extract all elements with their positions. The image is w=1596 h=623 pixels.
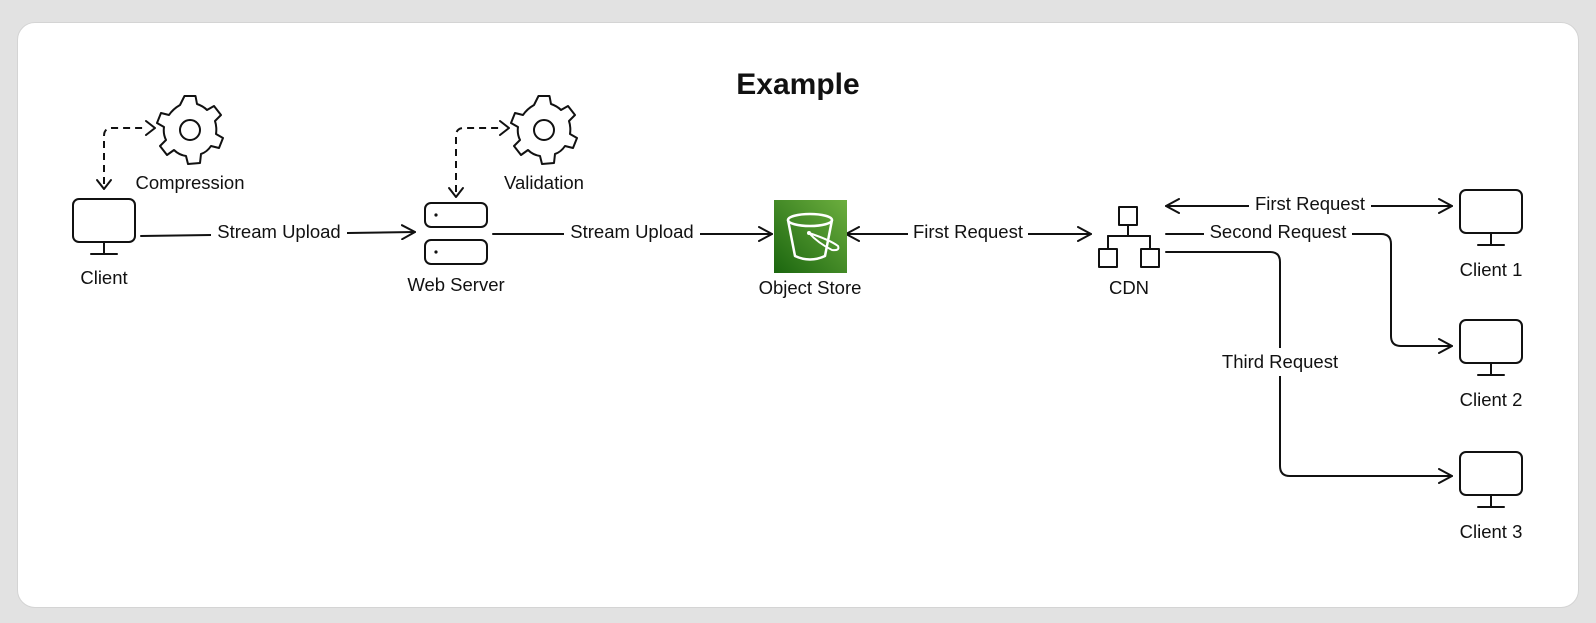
edge-label-first-request-client: First Request	[1255, 193, 1365, 214]
node-label-client-1: Client 1	[1460, 259, 1523, 280]
edge-label-stream-upload-1: Stream Upload	[217, 221, 340, 242]
node-label-cdn: CDN	[1109, 277, 1149, 298]
monitor-icon	[1459, 451, 1523, 508]
edge-cdn-client3: Third Request	[1165, 251, 1453, 484]
node-label-compression: Compression	[136, 172, 245, 193]
gear-icon	[156, 95, 224, 165]
node-label-web-server: Web Server	[407, 274, 504, 295]
bucket-icon	[774, 200, 847, 273]
edge-label-second-request: Second Request	[1210, 221, 1347, 242]
gear-icon	[510, 95, 578, 165]
edge-webserver-validation	[455, 127, 500, 192]
monitor-icon	[72, 198, 136, 255]
node-label-client: Client	[80, 267, 127, 288]
node-label-validation: Validation	[504, 172, 584, 193]
edge-webserver-to-objectstore: Stream Upload	[492, 220, 773, 248]
monitor-icon	[1459, 189, 1523, 246]
edge-label-stream-upload-2: Stream Upload	[570, 221, 693, 242]
node-label-client-3: Client 3	[1460, 521, 1523, 542]
diagram-canvas	[17, 22, 1579, 608]
node-object-store[interactable]: Object Store	[759, 200, 862, 298]
node-client-3[interactable]: Client 3	[1459, 451, 1523, 542]
edge-objectstore-cdn: First Request	[845, 220, 1092, 248]
edge-label-first-request-store: First Request	[913, 221, 1023, 242]
monitor-icon	[1459, 319, 1523, 376]
server-icon	[424, 202, 488, 265]
edge-cdn-client1: First Request	[1165, 192, 1453, 220]
edge-client-compression	[103, 127, 146, 184]
edge-client-to-webserver: Stream Upload	[140, 218, 416, 246]
node-compression[interactable]: Compression	[136, 95, 245, 193]
network-icon	[1098, 206, 1160, 268]
node-client-1[interactable]: Client 1	[1459, 189, 1523, 280]
node-cdn[interactable]: CDN	[1098, 206, 1160, 298]
edge-cdn-client2: Second Request	[1165, 220, 1453, 354]
node-web-server[interactable]: Web Server	[407, 202, 505, 295]
edge-label-third-request: Third Request	[1222, 351, 1338, 372]
node-validation[interactable]: Validation	[504, 95, 584, 193]
node-label-object-store: Object Store	[759, 277, 862, 298]
node-label-client-2: Client 2	[1460, 389, 1523, 410]
node-client-2[interactable]: Client 2	[1459, 319, 1523, 410]
diagram-title: Example	[736, 68, 859, 101]
node-client[interactable]: Client	[72, 198, 136, 288]
